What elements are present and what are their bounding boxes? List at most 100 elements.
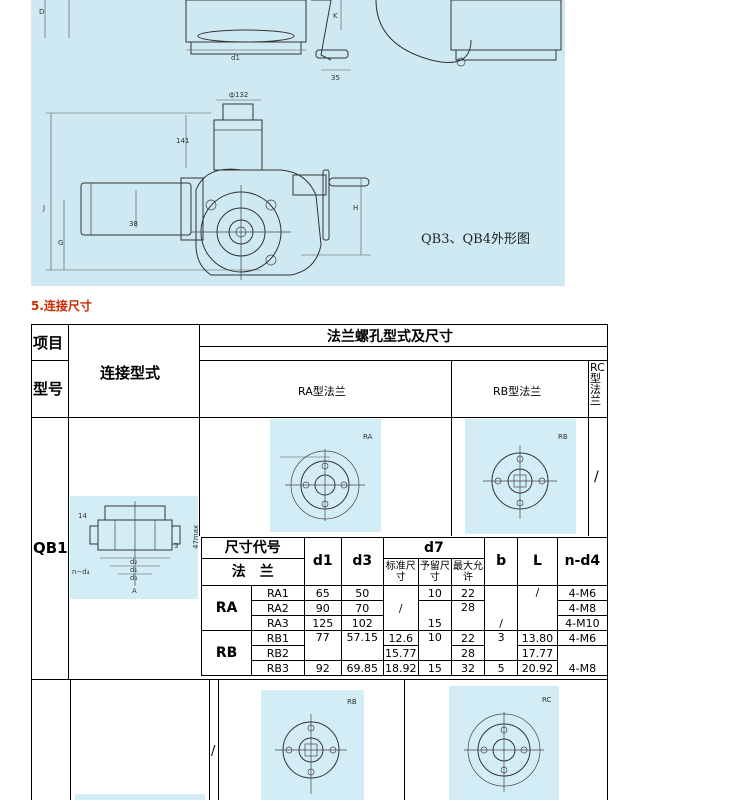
- conn-47max: 47max: [192, 525, 198, 549]
- cell-d3: 102: [340, 615, 384, 631]
- dim-d-label: D: [39, 8, 44, 16]
- cell-std: 12.6: [382, 630, 419, 646]
- conn-d1: d₁: [130, 566, 137, 574]
- inner-h-flange: 法 兰: [201, 558, 305, 586]
- cell-std: 18.92: [382, 660, 419, 676]
- header-rb-flange: RB型法兰: [493, 385, 542, 398]
- inner-grp-rb: RB: [200, 630, 253, 676]
- cell-l: 13.80: [517, 630, 558, 646]
- model-qb1: QB1: [33, 539, 68, 557]
- outline-drawing: D d1 K 35 J G 1: [31, 0, 565, 286]
- dim-35-label: 35: [331, 74, 340, 82]
- cell-l: /: [517, 585, 558, 631]
- cell-std: 15.77: [382, 645, 419, 661]
- row2-rb-picture: RB: [261, 690, 364, 800]
- cell-res: 15: [417, 600, 452, 631]
- table-row-code: RB1: [251, 630, 305, 646]
- cell-d3: 50: [340, 585, 384, 601]
- cell-max: 22: [450, 585, 486, 601]
- row2-rc-label: RC: [542, 696, 552, 704]
- rc-slash: /: [594, 469, 599, 485]
- inner-h-code: 尺寸代号: [201, 537, 305, 559]
- cell-nd4: 4-M6: [556, 585, 609, 601]
- cell-d3: 70: [340, 600, 384, 616]
- inner-grp-ra: RA: [200, 585, 253, 631]
- dim-k-label: K: [333, 12, 338, 20]
- cell-res: 15: [417, 660, 452, 676]
- header-connection: 连接型式: [100, 364, 161, 382]
- cell-res: 10: [417, 585, 452, 601]
- cell-max: 28: [450, 645, 486, 661]
- connection-drawing: d₂ d₁ d₃ n−d₄ A 14 3 47max: [70, 496, 200, 599]
- section-title: 5.连接尺寸: [31, 299, 92, 313]
- cell-d3: 69.85: [340, 660, 384, 676]
- header-model: 型号: [33, 380, 64, 398]
- row2-rb-label: RB: [347, 698, 357, 706]
- dim-132-label: ф132: [229, 91, 248, 99]
- inner-h-l: L: [517, 537, 558, 586]
- upper-view: D d1 K 35: [39, 0, 562, 82]
- rb-flange-picture: RB: [465, 419, 576, 534]
- header-rc-flange: RC型法兰: [590, 361, 605, 407]
- cell-res: 10: [417, 630, 452, 661]
- conn-d3: d₃: [130, 574, 137, 582]
- connection-table: 项目 型号 连接型式 法兰螺孔型式及尺寸 RA型法兰 RB型法兰 RC型法兰 Q…: [31, 324, 609, 800]
- cell-b: 5: [484, 660, 519, 676]
- cell-max: 28: [450, 600, 486, 631]
- ra-flange-picture: RA: [270, 419, 381, 532]
- inner-h-max: 最大允许: [450, 558, 486, 586]
- cell-l: 17.77: [517, 645, 558, 661]
- table-row-code: RA2: [251, 600, 305, 616]
- header-flange: 法兰螺孔型式及尺寸: [327, 329, 453, 345]
- cell-l: 20.92: [517, 660, 558, 676]
- dim-d1-label: d1: [231, 54, 240, 62]
- cell-nd4: 4-M8: [556, 645, 609, 676]
- header-item: 项目: [33, 334, 64, 352]
- cell-std: /: [382, 585, 419, 631]
- table-row-code: RB3: [251, 660, 305, 676]
- cell-d1: 92: [303, 660, 342, 676]
- inner-h-b: b: [484, 537, 519, 586]
- cell-max: 32: [450, 660, 486, 676]
- cell-max: 22: [450, 630, 486, 646]
- drawing-caption: QB3、QB4外形图: [421, 232, 530, 247]
- dim-h-label: H: [353, 204, 358, 212]
- dim-38-label: 38: [129, 220, 138, 228]
- inner-h-nd4: n-d4: [556, 537, 609, 586]
- inner-h-std: 标准尺寸: [382, 558, 419, 586]
- inner-h-d1: d1: [303, 537, 342, 586]
- cell-nd4: 4-M8: [556, 600, 609, 616]
- row2-connection-picture: [75, 794, 205, 800]
- table-row-code: RA3: [251, 615, 305, 631]
- dim-g-label: G: [58, 239, 63, 247]
- conn-a: A: [132, 587, 137, 595]
- conn-nd4: n−d₄: [72, 568, 90, 576]
- inner-h-d7: d7: [382, 537, 486, 559]
- front-view: J G 141 ф132 38: [42, 91, 371, 280]
- row2-slash: /: [211, 744, 216, 759]
- cell-nd4: 4-M6: [556, 630, 609, 646]
- inner-h-d3: d3: [340, 537, 384, 586]
- rb-pic-label: RB: [558, 433, 568, 441]
- dim-j-label: J: [42, 204, 45, 212]
- table-row-code: RB2: [251, 645, 305, 661]
- inner-h-res: 予留尺寸: [417, 558, 452, 586]
- dim-141-label: 141: [176, 137, 189, 145]
- conn-3: 3: [174, 542, 178, 550]
- conn-14: 14: [78, 512, 87, 520]
- conn-d2: d₂: [130, 558, 137, 566]
- cell-nd4: 4-M10: [556, 615, 609, 631]
- cell-d1: 125: [303, 615, 342, 631]
- cell-d1: 77: [303, 630, 342, 661]
- ra-pic-label: RA: [363, 433, 373, 441]
- actuator-drawing-svg: D d1 K 35 J G 1: [39, 0, 562, 280]
- cell-b: /: [484, 585, 519, 631]
- cell-b: 3: [484, 630, 519, 661]
- cell-d1: 90: [303, 600, 342, 616]
- flange-dimension-table: 尺寸代号 d1 d3 d7 b L n-d4 法 兰 标准尺寸 予留尺寸 最大允…: [200, 537, 609, 676]
- table-row-code: RA1: [251, 585, 305, 601]
- row2-rc-picture: RC: [449, 686, 559, 800]
- cell-d3: 57.15: [340, 630, 384, 661]
- header-ra-flange: RA型法兰: [298, 385, 346, 398]
- cell-d1: 65: [303, 585, 342, 601]
